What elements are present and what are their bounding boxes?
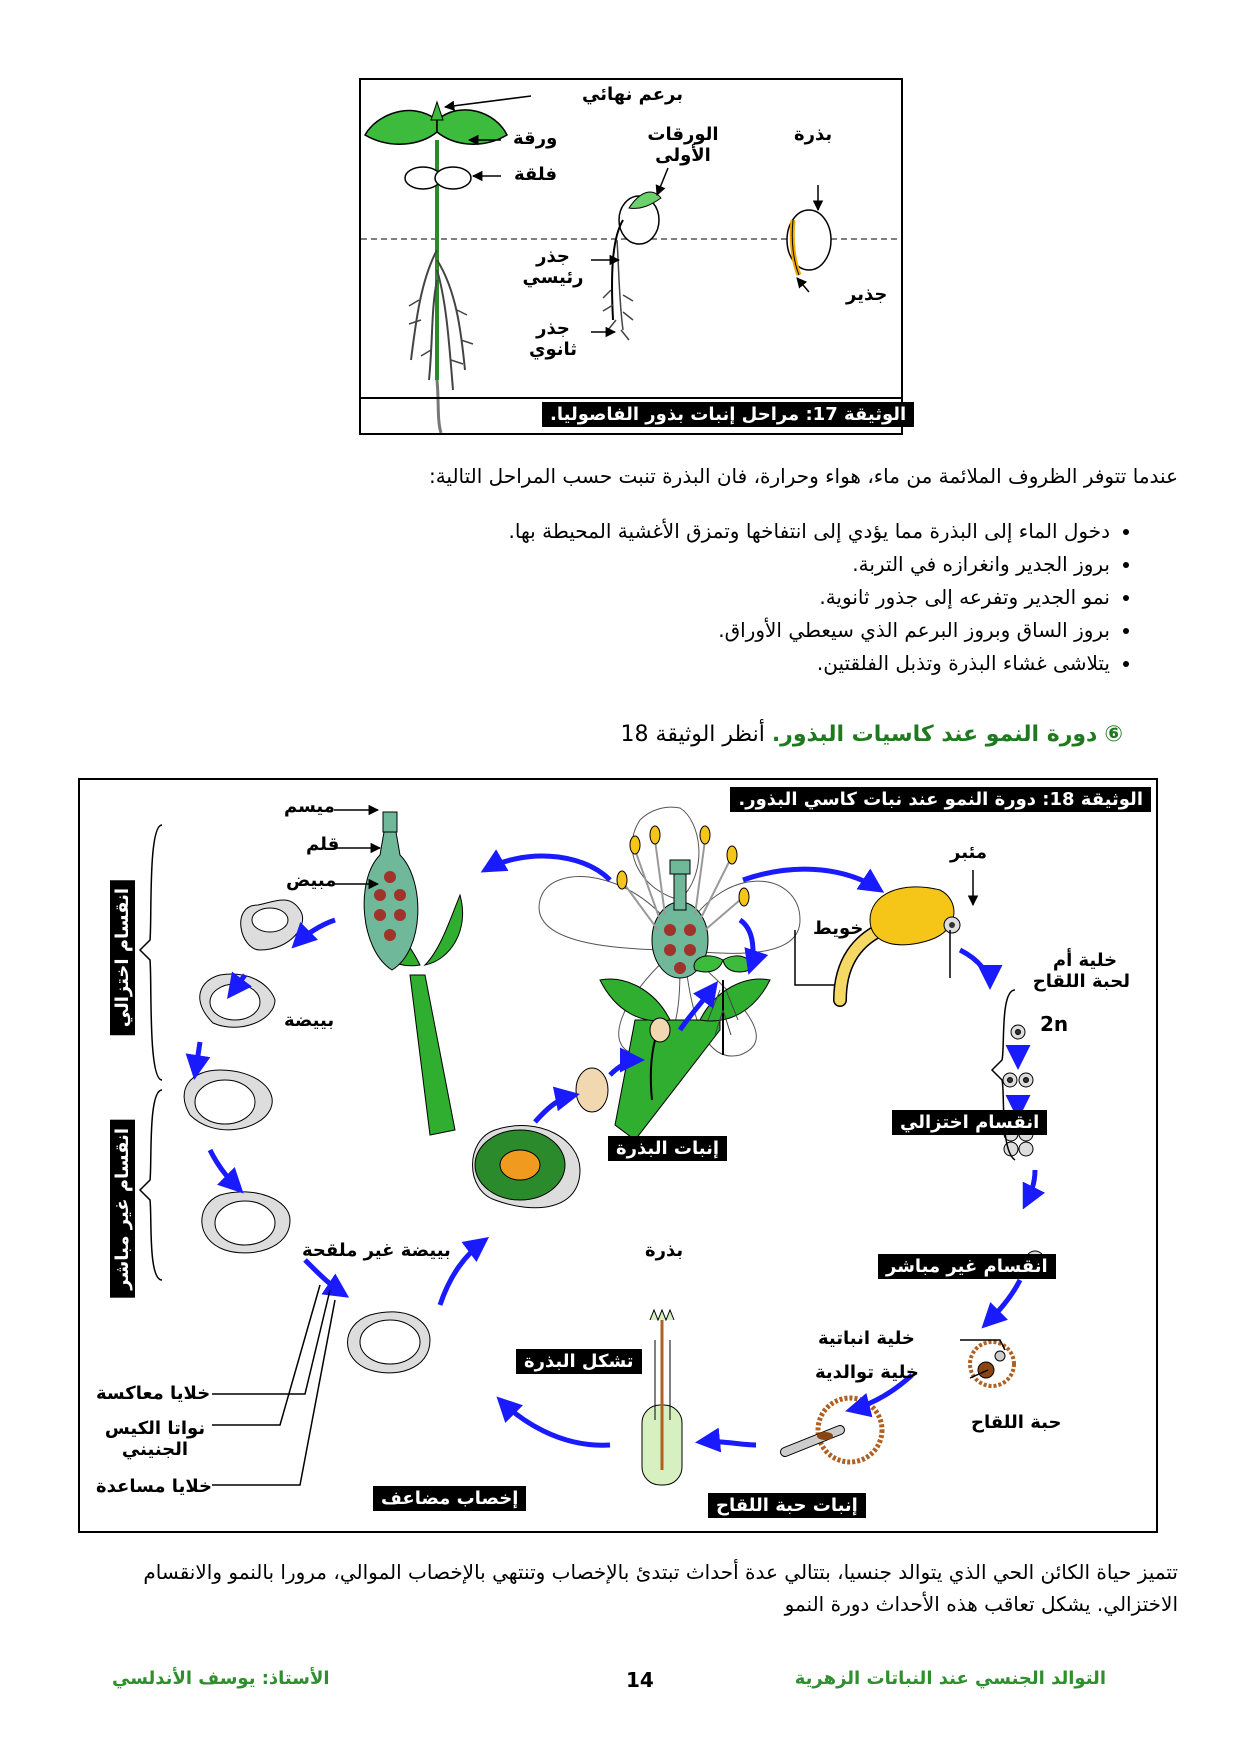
tag-meiosis-left: انقسام اختزالي	[110, 880, 135, 1036]
list-item: نمو الجدير وتفرعه إلى جذور ثانوية.	[210, 581, 1110, 614]
section-ref: أنظر الوثيقة 18	[620, 722, 765, 747]
leader-lines	[212, 804, 1006, 1486]
stamen-drawing	[833, 886, 961, 1007]
tag-seed-formation: تشكل البذرة	[516, 1349, 642, 1374]
label-first-leaves: الورقات الأولى	[647, 124, 719, 166]
doc18-caption: الوثيقة 18: دورة النمو عند نبات كاسي الب…	[730, 787, 1151, 812]
page-number: 14	[626, 1668, 654, 1692]
life-cycle-diagram	[138, 804, 1046, 1486]
label-filament: خويط	[813, 918, 864, 939]
section-heading: ⑥ دورة النمو عند كاسيات البذور. أنظر الو…	[621, 722, 1123, 747]
footer-author: الأستاذ: يوسف الأندلسي	[112, 1668, 330, 1689]
section-number: ⑥	[1104, 722, 1123, 747]
mitosis-brace-left	[138, 1089, 163, 1281]
label-terminal-bud: برعم نهائي	[582, 84, 684, 105]
figure-doc18: الوثيقة 18: دورة النمو عند نبات كاسي الب…	[78, 778, 1158, 1533]
list-item: يتلاشى غشاء البذرة وتذبل الفلقتين.	[210, 647, 1110, 680]
label-style: قلم	[306, 834, 340, 855]
label-ovule: بييضة	[284, 1010, 335, 1031]
label-generative-cell: خلية توالدية	[815, 1362, 919, 1383]
seed-germination-drawings	[575, 955, 752, 1113]
tag-pollen-germination: إنبات حبة اللقاح	[708, 1493, 866, 1518]
intro-text: عندما تتوفر الظروف الملائمة من ماء، هواء…	[428, 464, 1178, 488]
footer-chapter-title: التوالد الجنسي عند النباتات الزهرية	[794, 1668, 1106, 1689]
figure-doc17: برعم نهائي ورقة فلقة الورقات الأولى بذرة…	[359, 78, 915, 435]
germination-steps-list: دخول الماء إلى البذرة مما يؤدي إلى انتفا…	[210, 515, 1136, 680]
label-anther: مئبر	[950, 842, 988, 863]
tag-seed-germination: إنبات البذرة	[608, 1136, 728, 1161]
label-secondary-root: جذر ثانوي	[528, 318, 578, 360]
doc17-caption: الوثيقة 17: مراحل إنبات بذور الفاصوليا.	[542, 402, 915, 427]
label-unfertilized-ovule: بييضة غير ملقحة	[302, 1240, 451, 1261]
label-synergid-cells: خلايا مساعدة	[96, 1476, 212, 1497]
label-ovary: مبيض	[286, 870, 337, 891]
label-ploidy: 2n	[1040, 1012, 1069, 1036]
meiosis-brace-right	[990, 989, 1016, 1161]
pollen-grain-drawing	[780, 1340, 1016, 1465]
pistil-drawing	[363, 811, 464, 1136]
seed-with-radicle-drawing	[786, 209, 832, 276]
tag-mitosis-left: انقسام غير مباشر	[110, 1120, 135, 1298]
list-item: دخول الماء إلى البذرة مما يؤدي إلى انتفا…	[210, 515, 1111, 548]
label-seed: بذرة	[645, 1240, 684, 1261]
label-antipodal-cells: خلايا معاكسة	[96, 1383, 211, 1404]
label-cotyledon: فلقة	[514, 164, 558, 185]
label-pollen-mother-cell: خلية أم لحبة اللقاح	[1032, 950, 1130, 992]
tag-mitosis-right: انقسام غير مباشر	[878, 1254, 1056, 1279]
pollen-germination-drawing	[641, 1308, 683, 1486]
label-stigma: ميسم	[284, 796, 335, 817]
label-pollen-grain: حبة اللقاح	[971, 1412, 1062, 1433]
list-item: بروز الساق وبروز البرعم الذي سيعطي الأور…	[210, 614, 1110, 647]
tag-double-fertilization: إخصاب مضاعف	[373, 1486, 527, 1511]
label-seed: بذرة	[794, 124, 833, 145]
label-main-root: جذر رئيسي	[522, 246, 584, 288]
section-title: دورة النمو عند كاسيات البذور.	[771, 722, 1098, 747]
label-vegetative-cell: خلية انباتية	[818, 1328, 915, 1349]
label-leaf: ورقة	[513, 128, 558, 149]
mature-seedling-drawing	[363, 100, 508, 433]
label-radicle: جذير	[846, 284, 888, 305]
germinating-seed-drawing	[602, 191, 662, 341]
pollen-mother-cells	[1002, 1024, 1045, 1270]
label-embryo-sac-nuclei: نواتا الكيس الجنيني	[104, 1418, 206, 1460]
list-item: بروز الجدير وانغرازه في التربة.	[210, 548, 1110, 581]
meiosis-brace-left	[138, 824, 163, 1081]
cycle-arrows	[185, 849, 1046, 1453]
germination-illustration	[361, 95, 901, 433]
ovule-series	[183, 899, 581, 1374]
tag-meiosis-right: انقسام اختزالي	[892, 1110, 1048, 1135]
conclusion-text: تتميز حياة الكائن الحي الذي يتوالد جنسيا…	[143, 1560, 1178, 1616]
caption-divider	[361, 397, 901, 399]
